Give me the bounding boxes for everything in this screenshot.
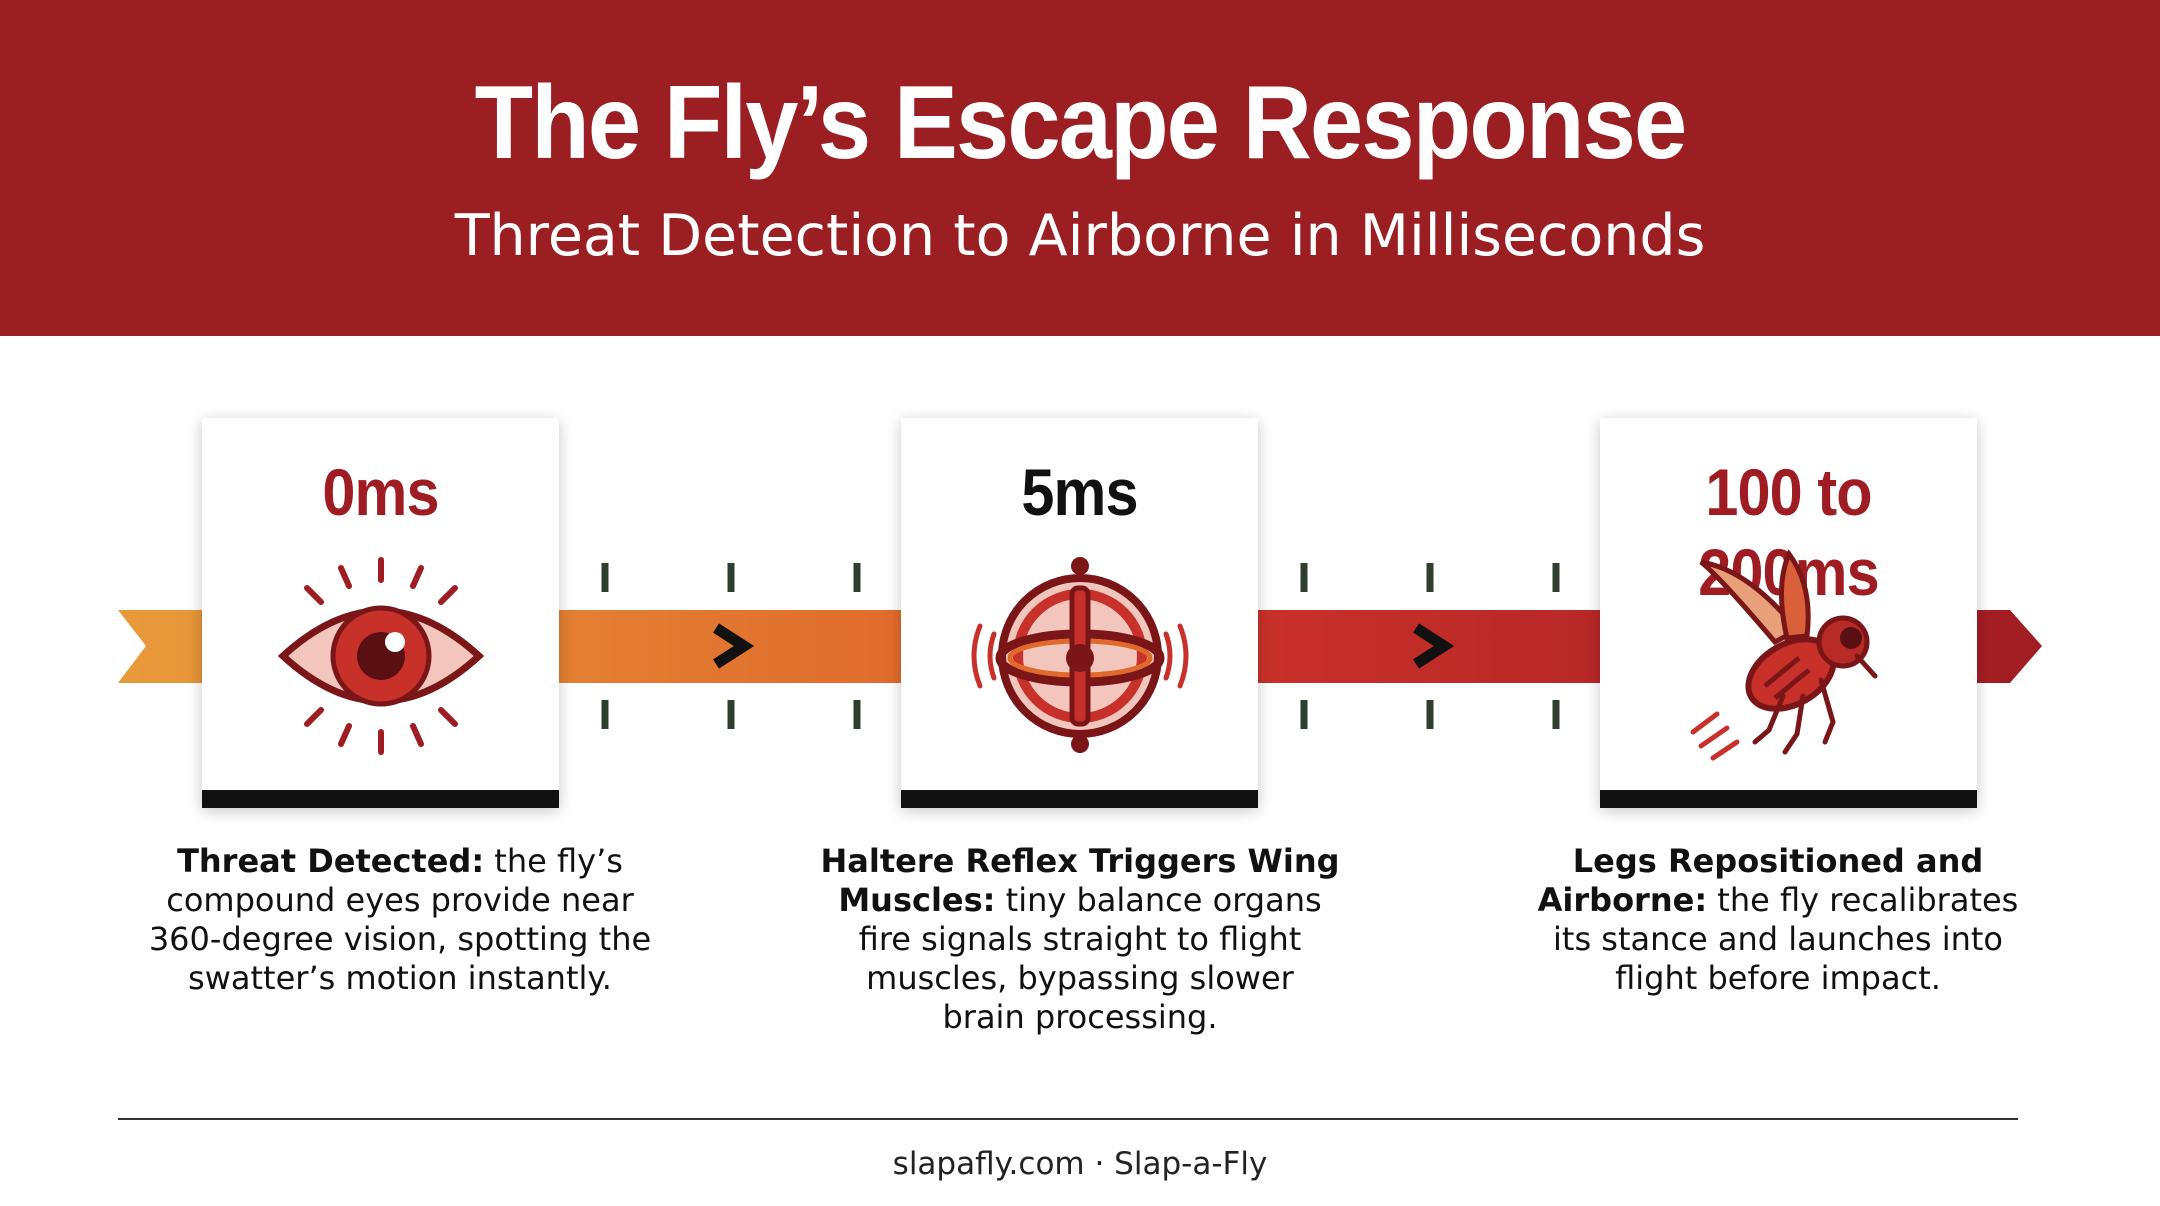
step-card-threat-detected: 0ms xyxy=(202,418,559,808)
step-description: Legs Repositioned and Airborne: the fly … xyxy=(1518,842,2038,998)
step-description: Haltere Reflex Triggers Wing Muscles: ti… xyxy=(820,842,1340,1037)
step-description-text: the fly’s compound eyes provide near 360… xyxy=(148,842,652,997)
step-time: 5ms xyxy=(1021,455,1138,529)
step-description-text: tiny balance organs fire signals straigh… xyxy=(858,881,1322,1036)
step-description-title: Haltere Reflex Triggers Wing Muscles: xyxy=(820,842,1340,919)
footer-credit: slapafly.com · Slap-a-Fly xyxy=(892,1146,1268,1182)
card-base-bar xyxy=(1600,790,1977,808)
timeline-ticks xyxy=(601,563,1560,729)
step-description-title: Threat Detected: xyxy=(177,842,485,880)
header-banner: The Fly’s Escape Response Threat Detecti… xyxy=(0,0,2160,336)
gyroscope-icon xyxy=(960,546,1200,770)
step-description-text: the fly recalibrates its stance and laun… xyxy=(1553,881,2019,997)
chevron-right-icon xyxy=(713,623,755,669)
footer-divider xyxy=(118,1118,2018,1120)
page-subtitle: Threat Detection to Airborne in Millisec… xyxy=(454,203,1706,269)
card-base-bar xyxy=(901,790,1258,808)
step-card-airborne: 100 to 200ms xyxy=(1600,418,1977,808)
eye-icon xyxy=(271,546,491,770)
fly-icon xyxy=(1679,546,1899,770)
chevron-right-icon xyxy=(1413,623,1455,669)
step-time: 0ms xyxy=(322,455,439,529)
step-description-title: Legs Repositioned and Airborne: xyxy=(1537,842,1984,919)
step-description: Threat Detected: the fly’s compound eyes… xyxy=(140,842,660,998)
card-base-bar xyxy=(202,790,559,808)
page-title: The Fly’s Escape Response xyxy=(474,65,1688,181)
step-card-haltere-reflex: 5ms xyxy=(901,418,1258,808)
